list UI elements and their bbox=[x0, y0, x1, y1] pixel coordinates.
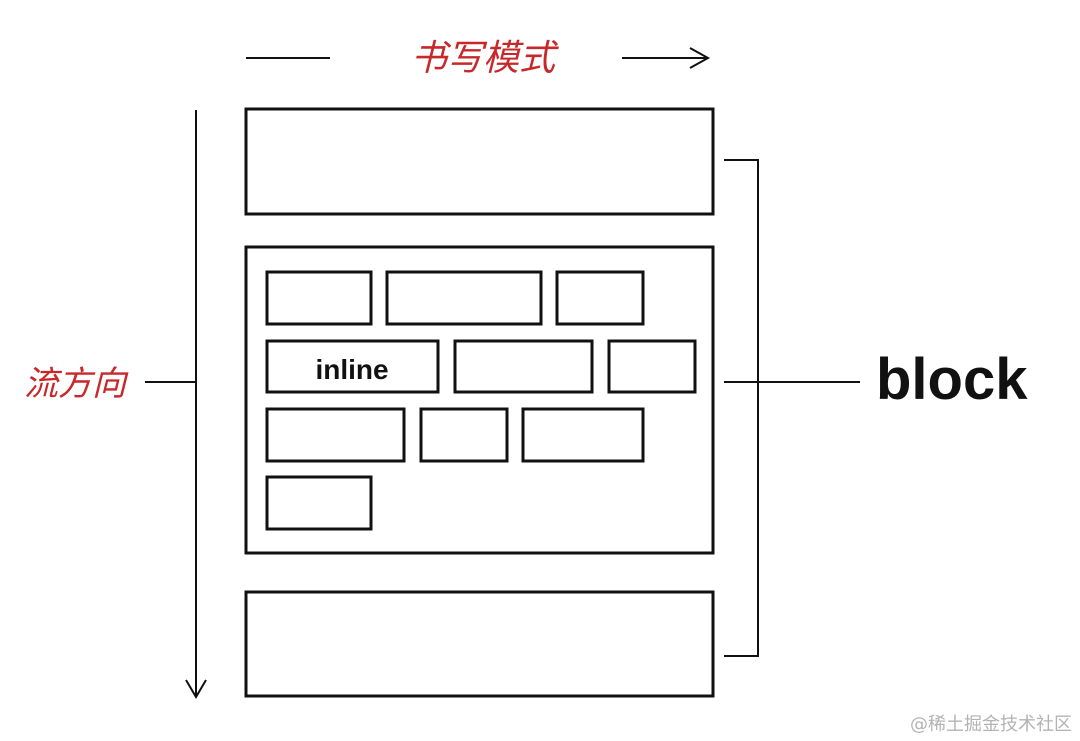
writing-mode-arrowhead bbox=[689, 47, 711, 69]
inline-box bbox=[265, 270, 373, 326]
inline-box bbox=[419, 407, 509, 463]
flow-direction-label: 流方向 bbox=[24, 364, 129, 404]
block-box-top bbox=[244, 107, 715, 216]
inline-box bbox=[555, 270, 645, 326]
inline-box bbox=[265, 407, 406, 463]
writing-mode-label: 书写模式 bbox=[411, 38, 559, 79]
inline-box bbox=[521, 407, 645, 463]
block-bracket bbox=[724, 159, 759, 657]
watermark-text: @稀土掘金技术社区 bbox=[910, 714, 1072, 735]
block-box-bottom bbox=[244, 590, 715, 698]
flow-direction-arrowhead bbox=[185, 679, 207, 699]
inline-box bbox=[607, 339, 697, 394]
block-label: block bbox=[876, 347, 1028, 412]
block-box-middle bbox=[244, 245, 715, 555]
inline-label: inline bbox=[315, 354, 388, 385]
inline-box bbox=[265, 475, 373, 531]
inline-box bbox=[385, 270, 543, 326]
inline-box-labeled bbox=[265, 339, 440, 394]
inline-box bbox=[453, 339, 594, 394]
